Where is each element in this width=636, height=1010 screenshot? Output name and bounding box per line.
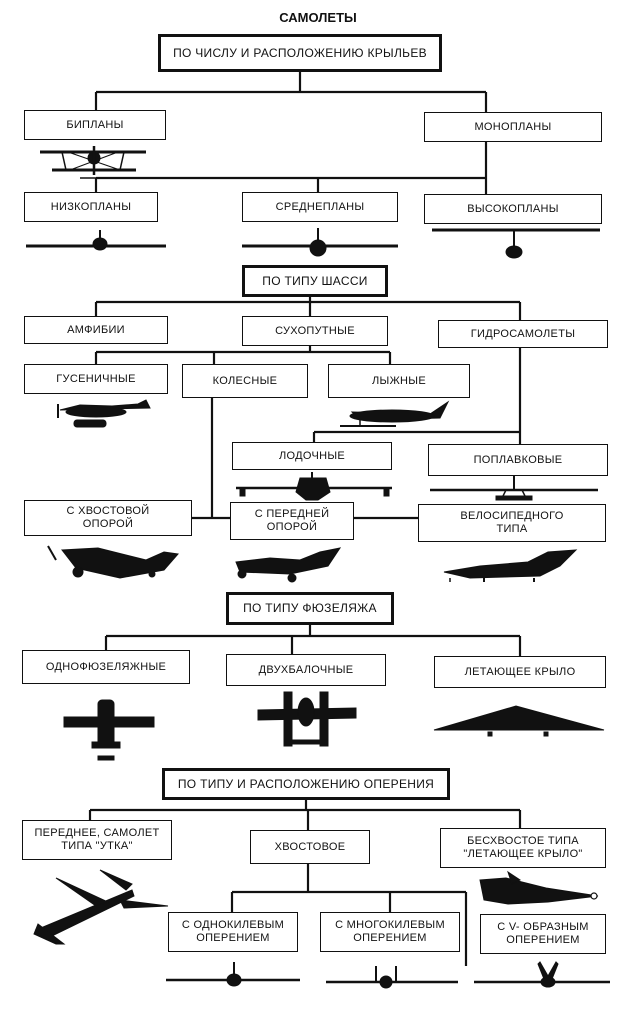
single-fin-box: С ОДНОКИЛЕВЫМ ОПЕРЕНИЕМ: [168, 912, 298, 952]
twin-boom-box: ДВУХБАЛОЧНЫЕ: [226, 654, 386, 686]
header-tail: ПО ТИПУ И РАСПОЛОЖЕНИЮ ОПЕРЕНИЯ: [162, 768, 450, 800]
bicycle-box: ВЕЛОСИПЕДНОГО ТИПА: [418, 504, 606, 542]
tail-wheel-box: С ХВОСТОВОЙ ОПОРОЙ: [24, 500, 192, 536]
flying-wing-box: ЛЕТАЮЩЕЕ КРЫЛО: [434, 656, 606, 688]
tail-box: ХВОСТОВОЕ: [250, 830, 370, 864]
monoplanes-box: МОНОПЛАНЫ: [424, 112, 602, 142]
canard-box: ПЕРЕДНЕЕ, САМОЛЕТ ТИПА "УТКА": [22, 820, 172, 860]
header-gear: ПО ТИПУ ШАССИ: [242, 265, 388, 297]
header-fuselage: ПО ТИПУ ФЮЗЕЛЯЖА: [226, 592, 394, 625]
amphibians-box: АМФИБИИ: [24, 316, 168, 344]
single-fuselage-box: ОДНОФЮЗЕЛЯЖНЫЕ: [22, 650, 190, 684]
biplane-silhouette: [40, 146, 146, 179]
biplanes-box: БИПЛАНЫ: [24, 110, 166, 140]
nose-wheel-box: С ПЕРЕДНЕЙ ОПОРОЙ: [230, 502, 354, 540]
low-wing-box: НИЗКОПЛАНЫ: [24, 192, 158, 222]
land-box: СУХОПУТНЫЕ: [242, 316, 388, 346]
boat-box: ЛОДОЧНЫЕ: [232, 442, 392, 470]
diagram-title: САМОЛЕТЫ: [279, 10, 357, 25]
multi-fin-box: С МНОГОКИЛЕВЫМ ОПЕРЕНИЕМ: [320, 912, 460, 952]
mid-wing-box: СРЕДНЕПЛАНЫ: [242, 192, 398, 222]
header-wings: ПО ЧИСЛУ И РАСПОЛОЖЕНИЮ КРЫЛЬЕВ: [158, 34, 442, 72]
seaplanes-box: ГИДРОСАМОЛЕТЫ: [438, 320, 608, 348]
float-box: ПОПЛАВКОВЫЕ: [428, 444, 608, 476]
ski-box: ЛЫЖНЫЕ: [328, 364, 470, 398]
v-tail-box: С V- ОБРАЗНЫМ ОПЕРЕНИЕМ: [480, 914, 606, 954]
tracked-box: ГУСЕНИЧНЫЕ: [24, 364, 168, 394]
tailless-box: БЕСХВОСТОЕ ТИПА "ЛЕТАЮЩЕЕ КРЫЛО": [440, 828, 606, 868]
high-wing-box: ВЫСОКОПЛАНЫ: [424, 194, 602, 224]
wheeled-box: КОЛЕСНЫЕ: [182, 364, 308, 398]
